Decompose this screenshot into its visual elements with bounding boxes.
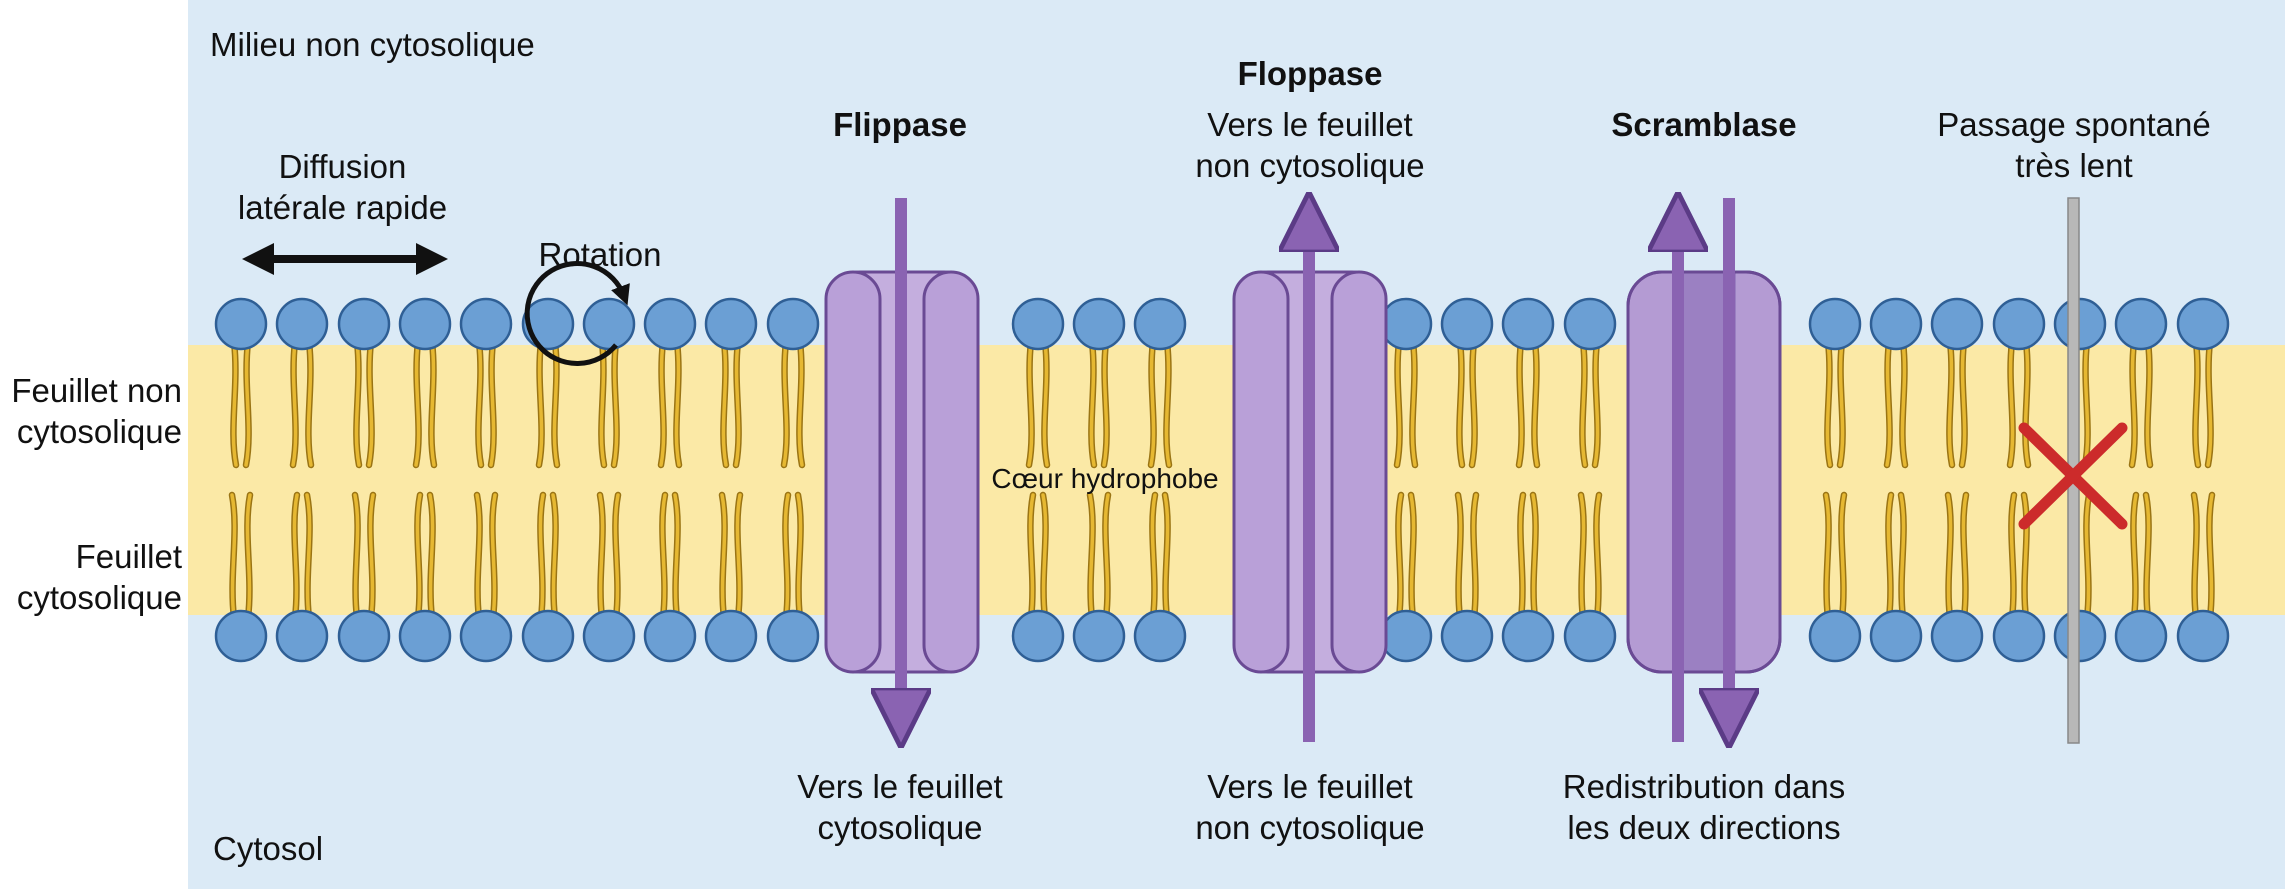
scramblase-title: Scramblase (1611, 106, 1797, 143)
phospholipid-inner (2114, 491, 2168, 663)
phospholipid-inner (521, 491, 575, 663)
scramblase-direction-label: Redistribution dans les deux directions (1534, 766, 1874, 848)
phospholipid-inner (582, 491, 636, 663)
phospholipid-outer (1930, 297, 1984, 469)
phospholipid-outer (2114, 297, 2168, 469)
floppase-top-note: Vers le feuillet non cytosolique (1150, 104, 1470, 186)
phospholipid-inner (1133, 491, 1187, 663)
floppase-title: Floppase (1237, 55, 1383, 92)
phospholipid-outer (1563, 297, 1617, 469)
phospholipid-outer (582, 297, 636, 469)
lateral-diffusion-label: Diffusion latérale rapide (215, 146, 470, 228)
floppase-direction-line-2: non cytosolique (1195, 809, 1425, 846)
phospholipid-outer (1501, 297, 1555, 469)
phospholipid-outer (337, 297, 391, 469)
phospholipid-inner (398, 491, 452, 663)
floppase-direction-line-1: Vers le feuillet (1207, 768, 1413, 805)
flippase-direction-line-1: Vers le feuillet (797, 768, 1003, 805)
lipid-bilayer (214, 297, 2230, 663)
phospholipid-inner (1808, 491, 1862, 663)
phospholipid-inner (1011, 491, 1065, 663)
phospholipid-outer (1072, 297, 1126, 469)
scramblase-protein (1626, 270, 1782, 674)
phospholipid-outer (1992, 297, 2046, 469)
floppase-direction-label: Vers le feuillet non cytosolique (1150, 766, 1470, 848)
inner-leaflet-label: Feuillet cytosolique (0, 536, 182, 618)
outer-leaflet-label: Feuillet non cytosolique (0, 370, 182, 452)
phospholipid-outer (2176, 297, 2230, 469)
outer-leaflet-line-2: cytosolique (16, 413, 182, 450)
flippase-title: Flippase (833, 106, 967, 143)
phospholipid-outer (704, 297, 758, 469)
phospholipid-inner (1440, 491, 1494, 663)
phospholipid-outer (1808, 297, 1862, 469)
phospholipid-outer (214, 297, 268, 469)
phospholipid-outer (275, 297, 329, 469)
floppase-top-note-line-1: Vers le feuillet (1207, 106, 1413, 143)
inner-leaflet-line-2: cytosolique (16, 579, 182, 616)
phospholipid-inner (766, 491, 820, 663)
phospholipid-inner (1930, 491, 1984, 663)
phospholipid-outer (766, 297, 820, 469)
lateral-diffusion-line-2: latérale rapide (237, 189, 448, 226)
phospholipid-outer (398, 297, 452, 469)
rotation-arrow (524, 261, 630, 366)
phospholipid-inner (1869, 491, 1923, 663)
phospholipid-outer (643, 297, 697, 469)
phospholipid-inner (275, 491, 329, 663)
spontaneous-passage-line-1: Passage spontané (1937, 106, 2211, 143)
blocked-cross-icon (2018, 422, 2128, 530)
phospholipid-inner (704, 491, 758, 663)
phospholipid-outer (1011, 297, 1065, 469)
floppase-top-note-line-2: non cytosolique (1195, 147, 1425, 184)
phospholipid-inner (1072, 491, 1126, 663)
outer-leaflet-line-1: Feuillet non (11, 372, 182, 409)
phospholipid-inner (1501, 491, 1555, 663)
phospholipid-outer (1869, 297, 1923, 469)
top-region-label: Milieu non cytosolique (210, 26, 535, 63)
phospholipid-inner (1379, 491, 1433, 663)
phospholipid-outer (1379, 297, 1433, 469)
phospholipid-inner (2176, 491, 2230, 663)
phospholipid-inner (643, 491, 697, 663)
phospholipid-inner (1563, 491, 1617, 663)
phospholipid-inner (337, 491, 391, 663)
phospholipid-inner (214, 491, 268, 663)
phospholipid-outer (1133, 297, 1187, 469)
flippase-direction-label: Vers le feuillet cytosolique (750, 766, 1050, 848)
bottom-region-label: Cytosol (213, 830, 324, 867)
hydrophobic-core-label: Cœur hydrophobe (991, 463, 1219, 494)
spontaneous-passage-line-2: très lent (2015, 147, 2133, 184)
phospholipid-outer (459, 297, 513, 469)
lateral-diffusion-line-1: Diffusion (278, 148, 407, 185)
scramblase-direction-line-2: les deux directions (1567, 809, 1841, 846)
phospholipid-outer (1440, 297, 1494, 469)
spontaneous-passage-label: Passage spontané très lent (1904, 104, 2244, 186)
phospholipid-inner (1992, 491, 2046, 663)
scramblase-direction-line-1: Redistribution dans (1562, 768, 1846, 805)
flippase-direction-line-2: cytosolique (817, 809, 983, 846)
rotation-label: Rotation (538, 236, 662, 273)
phospholipid-inner (459, 491, 513, 663)
inner-leaflet-line-1: Feuillet (75, 538, 182, 575)
